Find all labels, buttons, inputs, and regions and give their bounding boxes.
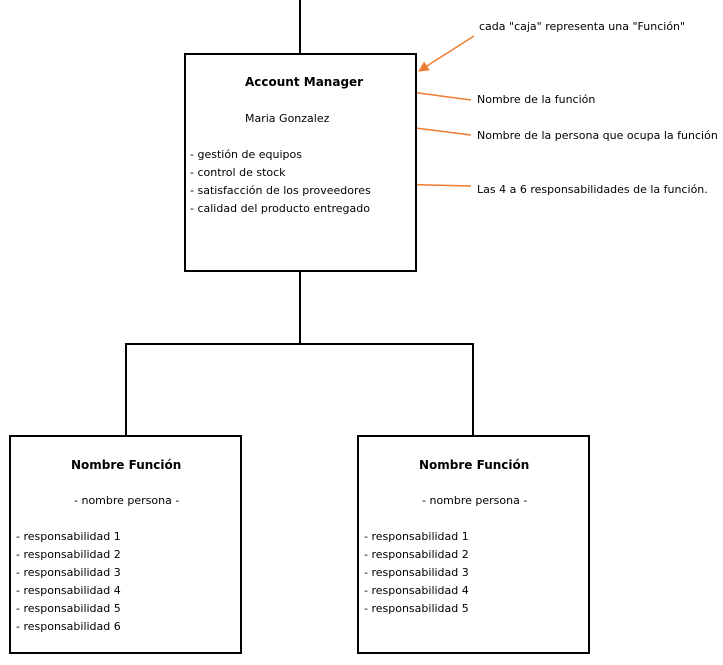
responsibility-item: - responsabilidad 5 <box>364 602 469 615</box>
annotation-person-name: Nombre de la persona que ocupa la funció… <box>477 129 718 142</box>
annotation-box: cada "caja" representa una "Función" <box>479 20 686 33</box>
main-person-name: Maria Gonzalez <box>245 112 330 125</box>
main-function-title: Account Manager <box>245 75 364 89</box>
responsibility-item: - responsabilidad 5 <box>16 602 121 615</box>
left-function-title: Nombre Función <box>71 458 182 472</box>
left-function-box: Nombre Función - nombre persona - - resp… <box>9 435 242 654</box>
responsibility-item: - responsabilidad 1 <box>364 530 469 543</box>
responsibility-item: - responsabilidad 3 <box>364 566 469 579</box>
annotation-responsibilities: Las 4 a 6 responsabilidades de la funció… <box>477 183 708 196</box>
responsibility-item: - responsabilidad 4 <box>16 584 121 597</box>
left-responsibility-list: - responsabilidad 1 - responsabilidad 2 … <box>16 528 121 636</box>
responsibility-item: - responsabilidad 1 <box>16 530 121 543</box>
responsibility-item: - satisfacción de los proveedores <box>190 184 371 197</box>
responsibility-item: - gestión de equipos <box>190 148 302 161</box>
responsibility-item: - responsabilidad 6 <box>16 620 121 633</box>
right-function-box: Nombre Función - nombre persona - - resp… <box>357 435 590 654</box>
right-function-title: Nombre Función <box>419 458 530 472</box>
responsibility-item: - responsabilidad 2 <box>16 548 121 561</box>
responsibility-item: - responsabilidad 2 <box>364 548 469 561</box>
responsibility-item: - responsabilidad 4 <box>364 584 469 597</box>
main-function-box: Account Manager Maria Gonzalez - gestión… <box>184 53 417 272</box>
responsibility-item: - calidad del producto entregado <box>190 202 370 215</box>
right-responsibility-list: - responsabilidad 1 - responsabilidad 2 … <box>364 528 469 618</box>
responsibility-item: - responsabilidad 3 <box>16 566 121 579</box>
annotation-function-name: Nombre de la función <box>477 93 596 106</box>
arrow-box <box>418 35 475 72</box>
left-person-name: - nombre persona - <box>74 494 180 507</box>
main-responsibility-list: - gestión de equipos - control de stock … <box>190 146 371 218</box>
responsibility-item: - control de stock <box>190 166 286 179</box>
org-connectors <box>125 0 474 435</box>
right-person-name: - nombre persona - <box>422 494 528 507</box>
